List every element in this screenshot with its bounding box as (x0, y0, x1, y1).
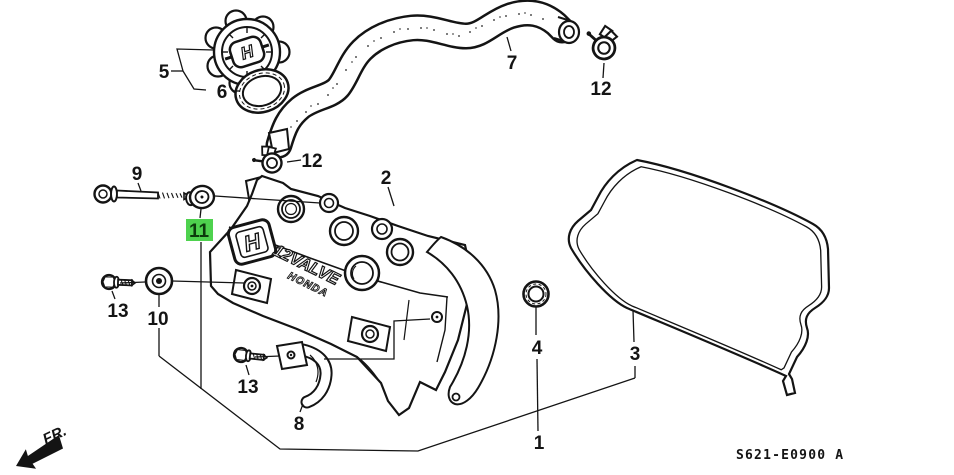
bolt-9 (93, 184, 192, 204)
bolt-13-bottom-icon (232, 346, 269, 366)
part-label-11-selected[interactable]: 11 (189, 221, 210, 242)
cover-mount-boss-right (431, 311, 443, 323)
bracket-8 (275, 340, 333, 409)
fr-label: FR. (40, 422, 69, 448)
part-label-13-bottom[interactable]: 13 (237, 377, 258, 398)
fr-arrow-icon (16, 434, 64, 469)
part-label-1[interactable]: 1 (534, 433, 545, 454)
part-label-4[interactable]: 4 (532, 338, 543, 359)
seal-4 (522, 280, 550, 308)
cap-h-emblem: H (224, 35, 270, 69)
hose-neck (267, 127, 291, 155)
part-label-3[interactable]: 3 (630, 344, 641, 365)
washer-10 (144, 266, 174, 296)
hose-clamp-top-icon (580, 21, 621, 63)
breather-hose (265, 0, 581, 159)
part-label-8[interactable]: 8 (294, 414, 305, 435)
part-label-6[interactable]: 6 (217, 82, 228, 103)
part-label-9[interactable]: 9 (132, 164, 143, 185)
part-label-10[interactable]: 10 (147, 309, 168, 330)
oil-filler-cap: H (204, 9, 291, 95)
part-label-5[interactable]: 5 (159, 62, 170, 83)
gasket-3 (567, 158, 831, 397)
part-label-7[interactable]: 7 (507, 53, 518, 74)
part-label-13-left[interactable]: 13 (107, 301, 128, 322)
hose-end-connector (553, 16, 581, 45)
fr-direction-indicator: FR. (16, 422, 69, 469)
cover-body-outline (208, 174, 472, 417)
grommet-11 (185, 184, 216, 210)
part-label-2[interactable]: 2 (381, 168, 392, 189)
part-label-11-highlight (186, 219, 213, 241)
cover-mount-boss-mid (346, 315, 392, 353)
cover-honda-badge: H (226, 218, 278, 266)
cylinder-head-cover: H 12VALVE HONDA (208, 174, 472, 417)
leader-lines (111, 36, 636, 452)
callout-labels: 5 6 7 12 12 9 11 2 13 10 13 8 4 3 1 (107, 53, 640, 454)
diagram-code: S621-E0900 A (736, 448, 844, 463)
filler-cap-o-ring (234, 68, 290, 114)
cover-ports (276, 192, 415, 292)
part-label-12-top[interactable]: 12 (590, 79, 611, 100)
cover-mount-boss-left (230, 268, 273, 305)
part-label-12-mid[interactable]: 12 (301, 151, 322, 172)
cover-end-flange (425, 235, 500, 406)
